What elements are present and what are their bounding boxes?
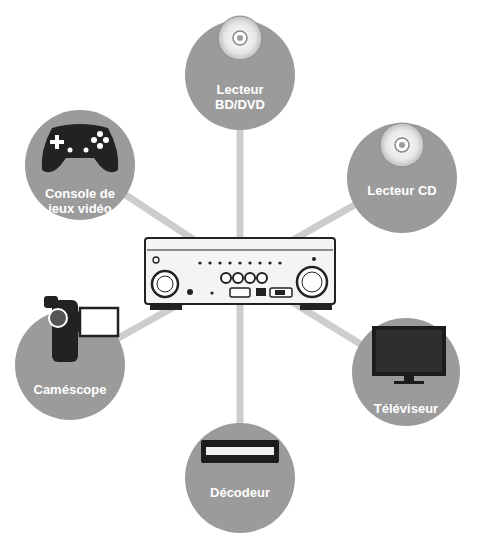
disc-icon <box>380 123 424 167</box>
device-circle: Caméscope <box>15 310 125 420</box>
device-label: Décodeur <box>192 485 288 500</box>
device-label: Lecteur CD <box>354 183 450 198</box>
disc-icon <box>218 16 262 60</box>
device-circle: Lecteur CD <box>347 123 457 233</box>
device-circle: Téléviseur <box>352 318 460 426</box>
device-label: Console de jeux vidéo <box>37 186 123 216</box>
device-circle: Décodeur <box>185 423 295 533</box>
circle-shape <box>185 20 295 130</box>
tv-icon <box>372 326 446 384</box>
camcorder-icon <box>44 296 118 362</box>
device-label: Téléviseur <box>358 401 454 416</box>
circle-shape <box>185 423 295 533</box>
device-label: Caméscope <box>22 382 118 397</box>
av-receiver <box>145 238 335 310</box>
decoder-icon <box>201 440 279 463</box>
device-circle: Console de jeux vidéo <box>25 110 135 220</box>
gamepad-icon <box>42 124 119 172</box>
circle-shape <box>15 310 125 420</box>
device-circle: Lecteur BD/DVD <box>185 20 295 130</box>
circle-shape <box>347 123 457 233</box>
device-label: Lecteur BD/DVD <box>200 82 280 112</box>
